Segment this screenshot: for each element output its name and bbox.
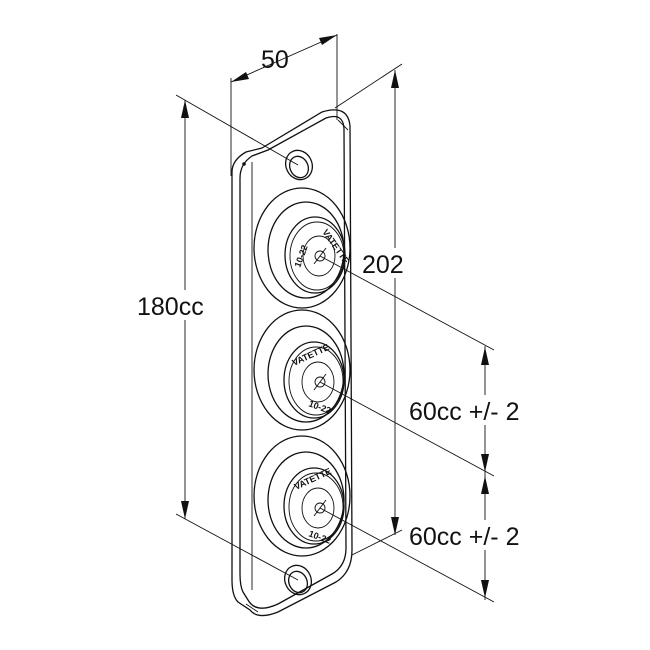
width-label: 50 [261,46,289,74]
bottom-mounting-hole [283,564,313,596]
valve-top-brand: VATETTE [320,227,351,265]
total-height-label: 202 [362,251,404,279]
valve-top-size: 10-22 [292,244,309,269]
top-mounting-hole [284,149,314,181]
valve-bottom-brand: VATETTE [293,466,333,492]
dimension-hole-spacing: 180cc [135,94,299,581]
dimension-total-height: 202 [334,63,418,556]
hole-spacing-label: 180cc [137,293,204,321]
dimension-valve-pitch: 60cc +/- 2 60cc +/- 2 [319,255,554,603]
pitch-label-1: 60cc +/- 2 [409,398,519,426]
pitch-label-2: 60cc +/- 2 [409,523,519,551]
valve-top: VATETTE 10-22 [253,187,351,309]
dimension-width: 50 [230,34,338,176]
valve-middle: VATETTE 10-22 [253,309,351,431]
valve-bottom: VATETTE 10-22 [253,435,351,557]
valve-middle-size: 10-22 [307,398,332,415]
mounting-plate [231,109,353,617]
